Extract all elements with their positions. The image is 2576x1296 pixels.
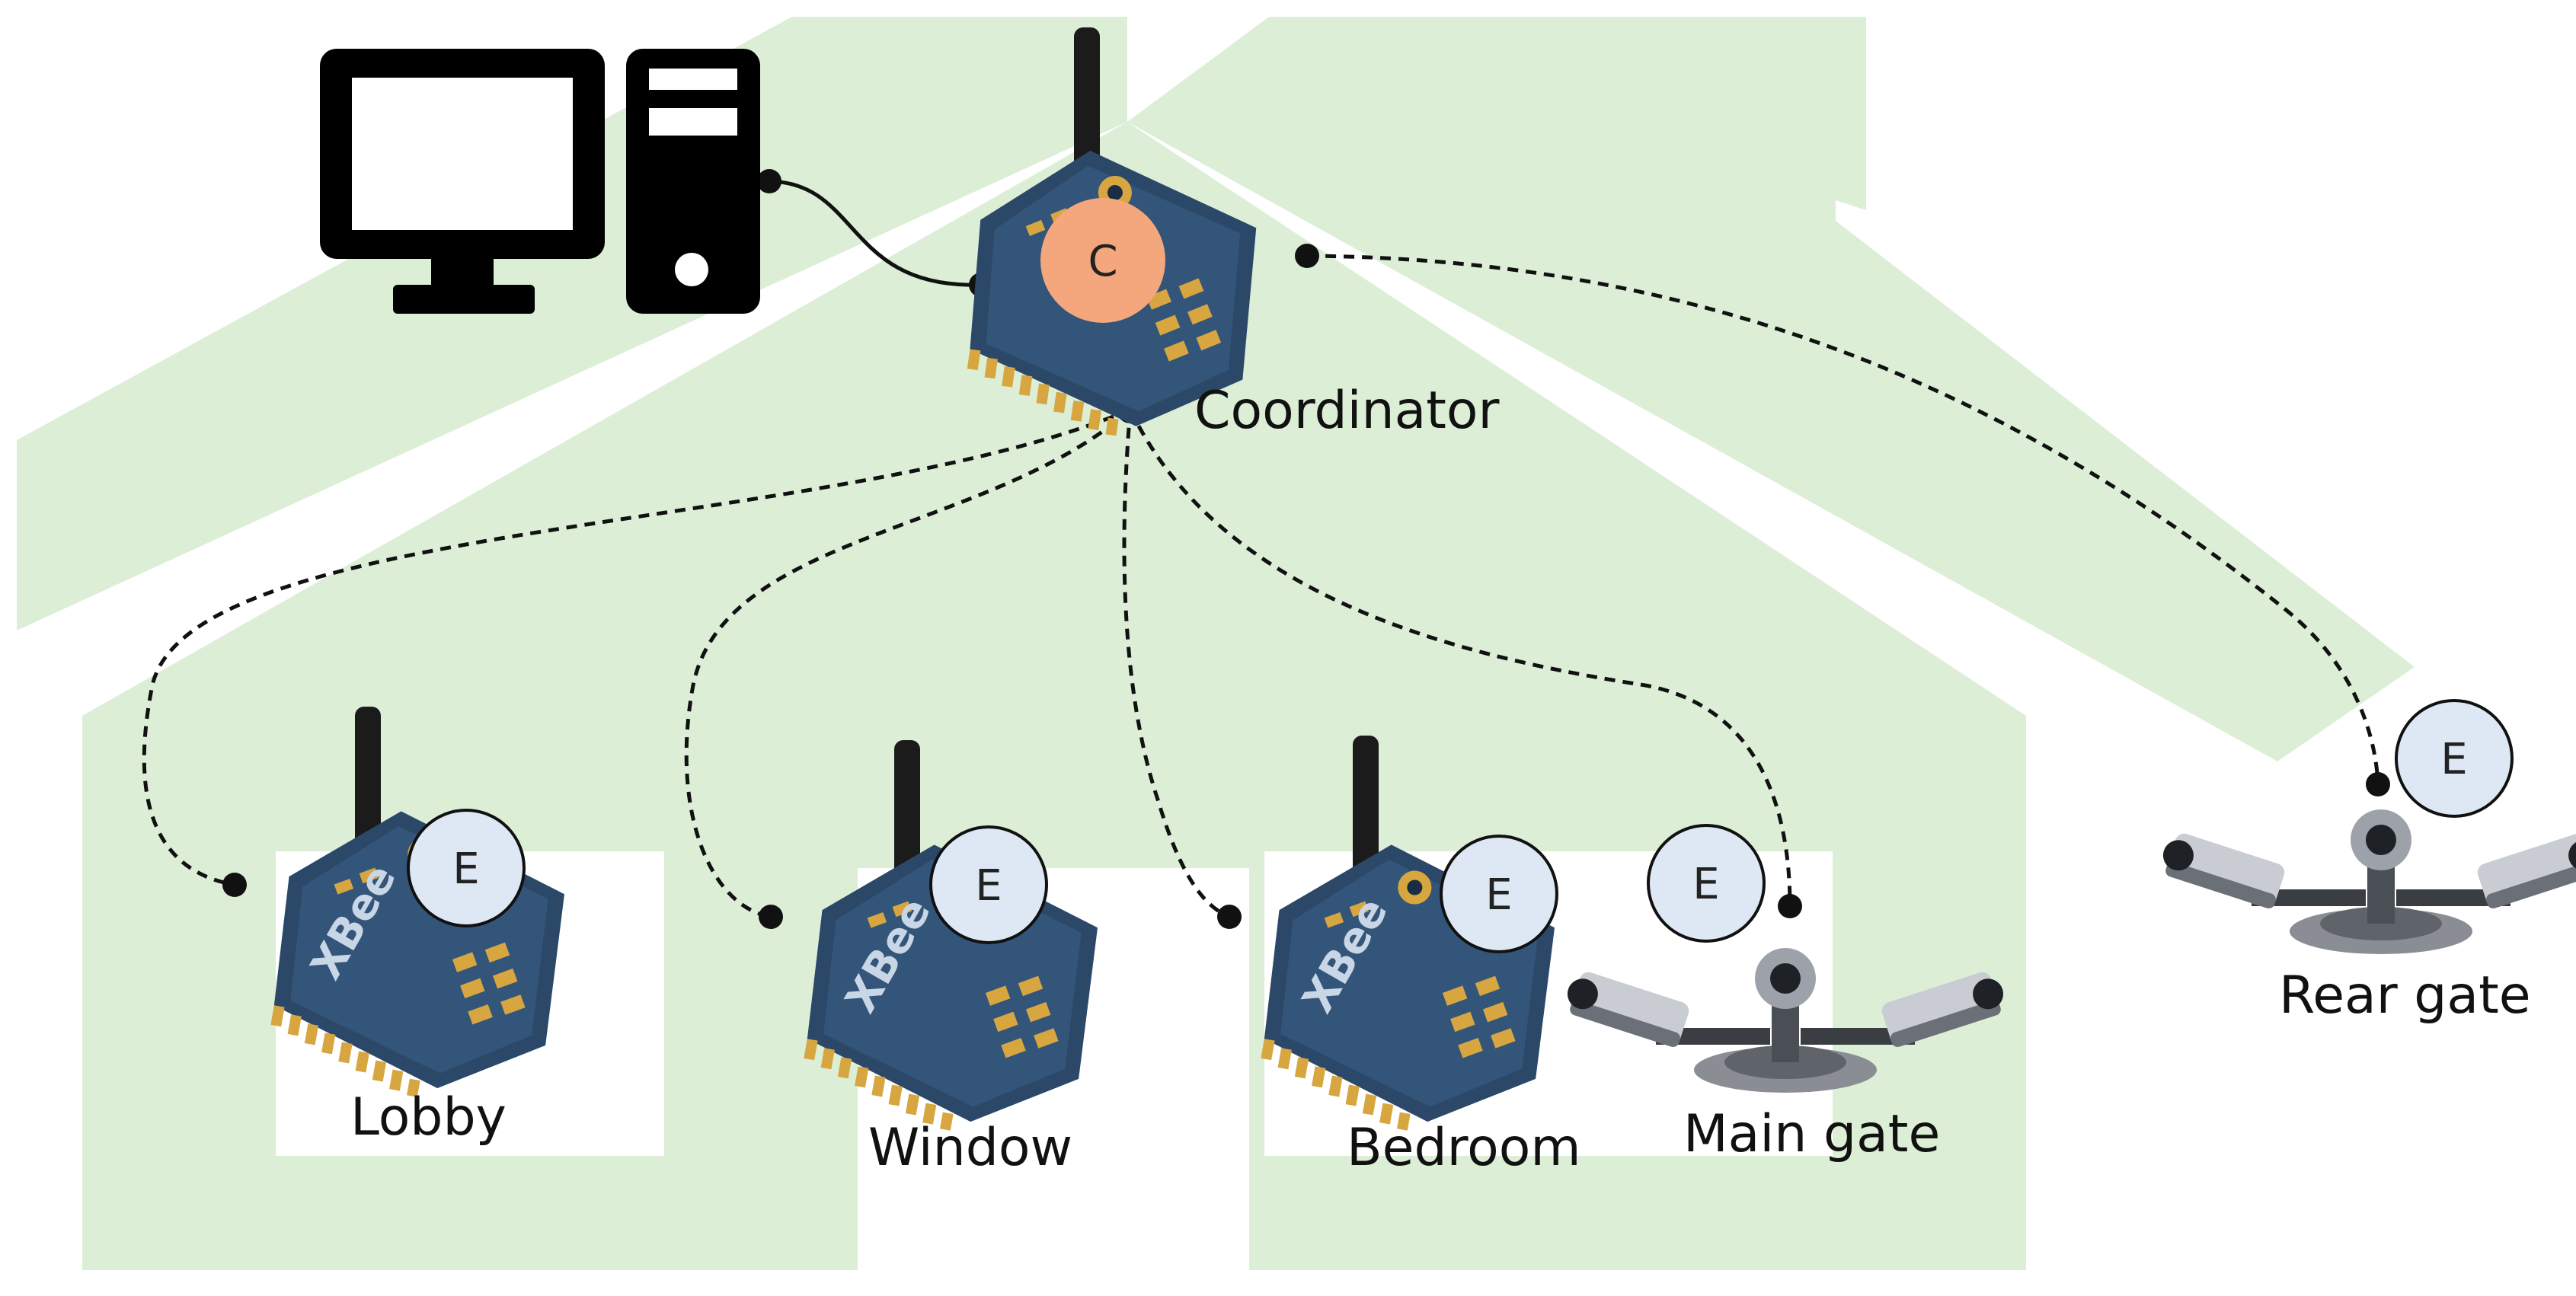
svg-text:E: E: [2440, 735, 2467, 784]
link-bedroom: [1122, 409, 1230, 919]
wired-link: [769, 179, 982, 287]
svg-text:E: E: [1692, 860, 1719, 909]
cctv-camera-icon: [2156, 809, 2576, 954]
node-label-window: Window: [868, 1118, 1072, 1178]
node-label-main-gate: Main gate: [1683, 1104, 1940, 1164]
end-device-badge: [2395, 699, 2514, 818]
link-main-gate: [1128, 408, 1792, 907]
node-label-rear-gate: Rear gate: [2279, 966, 2531, 1026]
node-main-gate: E Main gate: [1561, 824, 2010, 1164]
antenna-icon: [1353, 736, 1379, 880]
svg-text:E: E: [452, 844, 479, 894]
coordinator-badge-text: C: [1088, 237, 1117, 286]
node-rear-gate: E Rear gate: [2156, 699, 2576, 1026]
coordinator-label: Coordinator: [1194, 381, 1500, 441]
node-lobby: XBee E Lobby: [255, 707, 582, 1148]
links: [142, 179, 2380, 919]
node-window: XBee E Window: [788, 740, 1115, 1178]
antenna-icon: [1074, 27, 1100, 187]
end-device-badge: [1440, 835, 1558, 953]
link-window: [684, 408, 1132, 919]
svg-text:E: E: [975, 861, 1002, 911]
antenna-icon: [894, 740, 920, 885]
link-lobby: [142, 407, 1131, 887]
node-label-bedroom: Bedroom: [1347, 1118, 1581, 1178]
coordinator-node: C Coordinator: [953, 27, 1500, 452]
link-rear-gate: [1306, 254, 2380, 785]
svg-text:E: E: [1485, 870, 1512, 920]
node-label-lobby: Lobby: [350, 1087, 507, 1148]
antenna-icon: [355, 707, 381, 851]
end-device-badge: [1647, 824, 1766, 943]
end-device-badge: [407, 809, 526, 927]
end-device-badge: [929, 825, 1048, 944]
coordinator-badge: [1040, 198, 1165, 323]
node-bedroom: XBee E Bedroom: [1245, 736, 1581, 1178]
desktop-computer-icon: [320, 49, 760, 314]
